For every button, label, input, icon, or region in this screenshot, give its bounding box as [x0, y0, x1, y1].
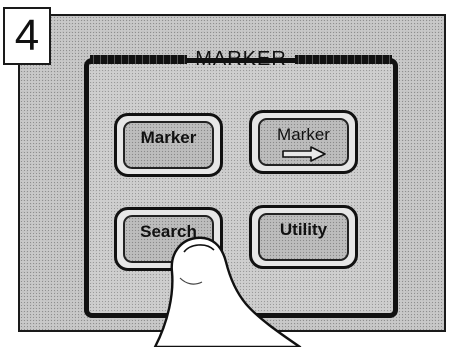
- marker-key-face[interactable]: Marker: [123, 121, 214, 169]
- marker-arrow-key[interactable]: Marker: [249, 110, 358, 174]
- step-number-box: 4: [3, 7, 51, 65]
- right-arrow-icon: [281, 146, 327, 162]
- group-title: MARKER: [189, 48, 293, 71]
- marker-group-header: MARKER: [88, 47, 394, 71]
- group-header-bar-left: [90, 55, 187, 64]
- step-number: 4: [15, 14, 39, 58]
- marker-arrow-key-label: Marker: [277, 126, 330, 143]
- pointing-finger-icon: [150, 232, 310, 347]
- group-header-bar-right: [295, 55, 392, 64]
- marker-key[interactable]: Marker: [114, 113, 223, 177]
- marker-key-label: Marker: [141, 129, 197, 146]
- marker-arrow-key-face[interactable]: Marker: [258, 118, 349, 166]
